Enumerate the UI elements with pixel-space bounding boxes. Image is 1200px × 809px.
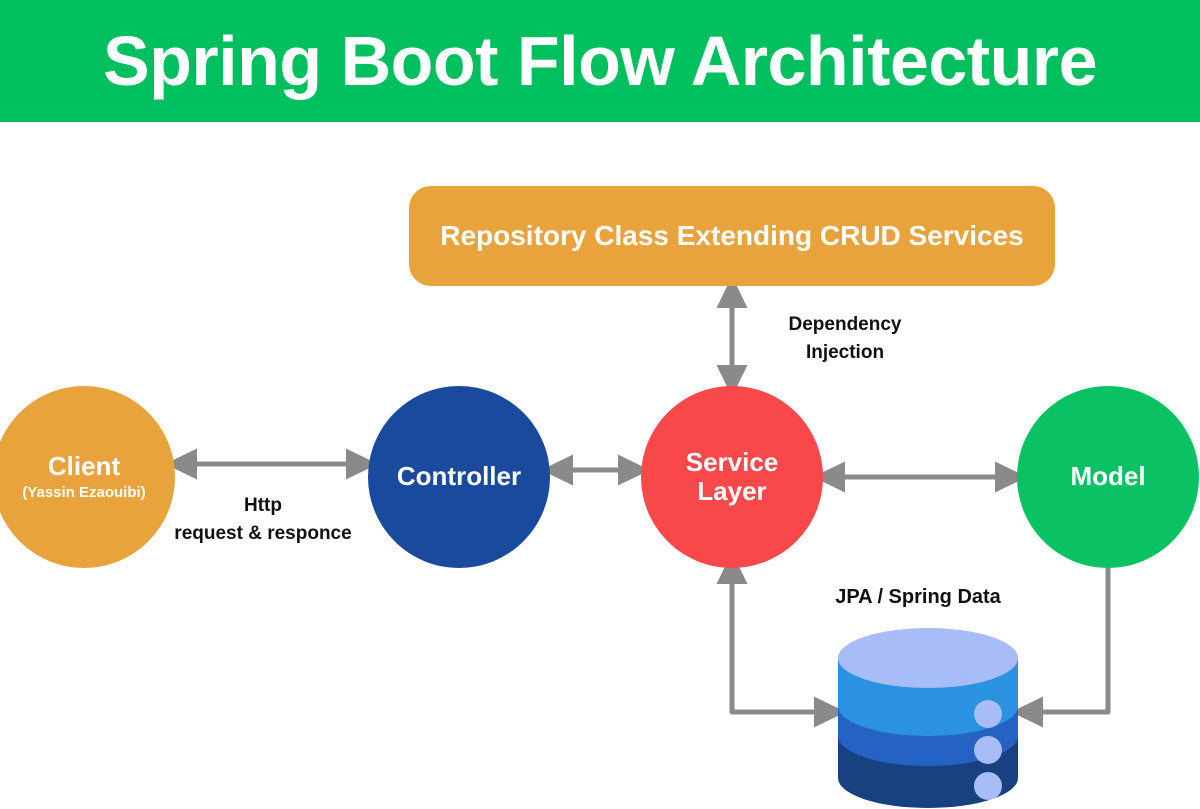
node-model[interactable]: Model [1017,386,1199,568]
arrow-model-database [1011,560,1111,728]
title-banner: Spring Boot Flow Architecture [0,0,1200,122]
node-model-label: Model [1070,461,1146,492]
node-controller-label: Controller [396,461,522,492]
node-repository[interactable]: Repository Class Extending CRUD Services [409,186,1055,286]
label-dependency-injection: Dependency Injection [788,314,902,363]
node-client-sublabel: (Yassin Ezaouibi) [22,483,146,501]
node-service-layer-label-line1: Service [685,446,779,477]
page-title: Spring Boot Flow Architecture [102,22,1098,100]
database-cylinder-icon[interactable] [836,626,1020,809]
node-service-layer[interactable]: Service Layer [641,386,823,568]
database-indicator-dot [974,772,1002,800]
label-jpa-spring-data: JPA / Spring Data [835,586,1001,608]
node-repository-label: Repository Class Extending CRUD Services [440,220,1024,251]
node-service-layer-label-line2: Layer [697,476,767,506]
database-indicator-dot [974,736,1002,764]
database-indicator-dot [974,700,1002,728]
node-client-label: Client [47,451,121,482]
node-client[interactable]: Client (Yassin Ezaouibi) [0,386,175,568]
node-controller[interactable]: Controller [368,386,550,568]
label-http-request-response: Http request & responce [174,495,352,544]
